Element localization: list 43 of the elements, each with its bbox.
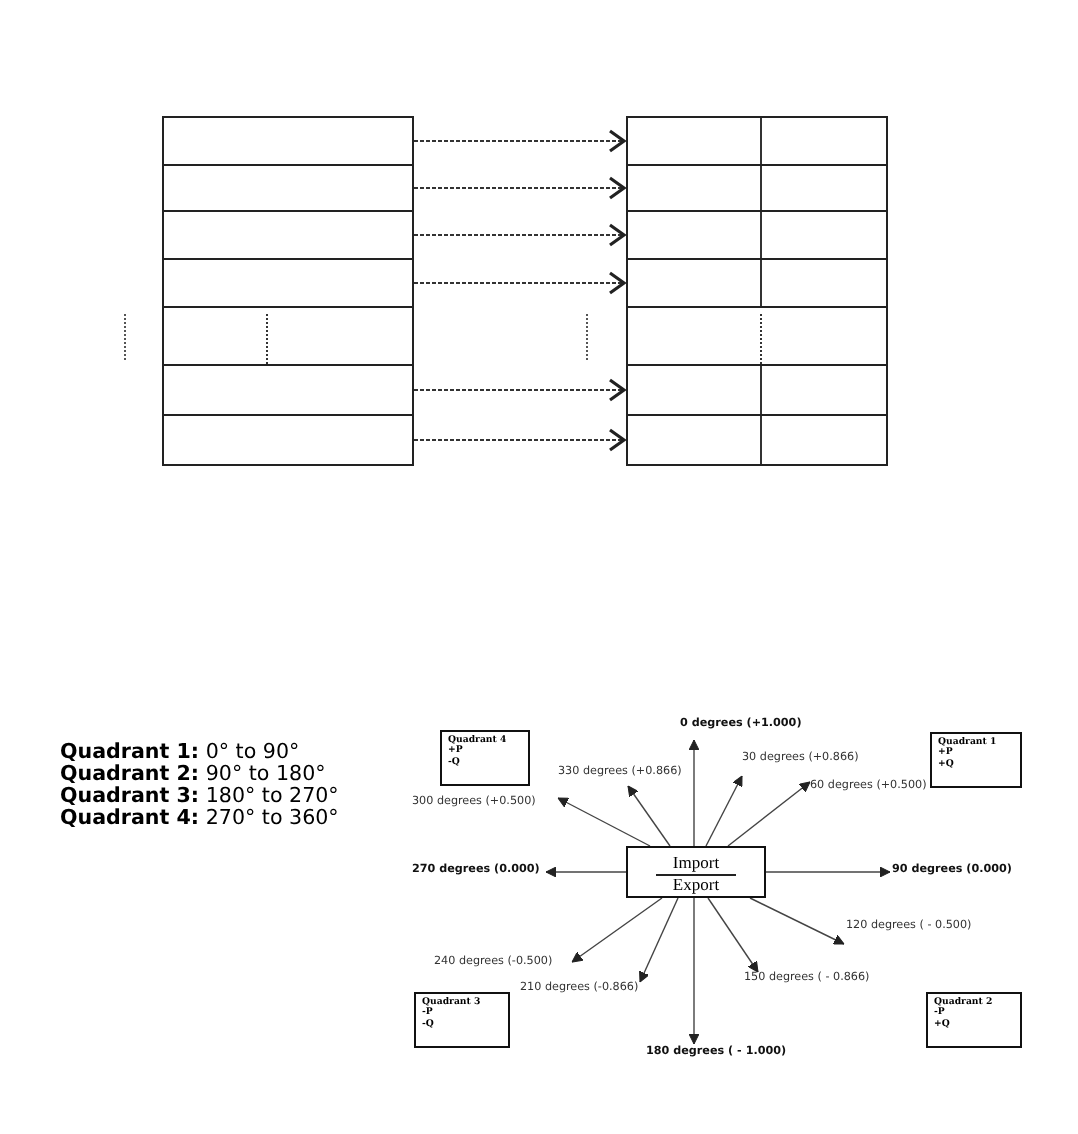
table-row xyxy=(626,116,888,166)
quadrant-box xyxy=(926,992,1022,1048)
arrow xyxy=(627,785,671,847)
arrow xyxy=(688,739,700,847)
table-row xyxy=(162,116,414,166)
arrow xyxy=(707,897,759,973)
table-row xyxy=(626,164,888,212)
box-text: Export xyxy=(670,876,722,893)
arrow xyxy=(413,271,626,295)
arrow xyxy=(413,378,626,402)
arrow xyxy=(765,866,891,878)
table-row xyxy=(162,364,414,416)
box-text: Import xyxy=(670,854,722,871)
arrow xyxy=(571,897,663,963)
table-row xyxy=(162,414,414,466)
arrow xyxy=(413,223,626,247)
table-row xyxy=(626,306,888,366)
arrow xyxy=(413,129,626,153)
table-row xyxy=(626,258,888,308)
arrow xyxy=(705,775,743,847)
arrow xyxy=(413,428,626,452)
quadrant-box xyxy=(414,992,510,1048)
arrow xyxy=(557,797,651,847)
quadrant-range-text: Quadrant 2: 90° to 180° xyxy=(60,764,326,786)
arrow xyxy=(749,897,845,945)
table-row xyxy=(626,364,888,416)
table-row xyxy=(162,210,414,260)
table-row xyxy=(162,258,414,308)
arrow xyxy=(545,866,627,878)
table-row xyxy=(626,414,888,466)
table-row xyxy=(626,210,888,260)
import-export-box xyxy=(626,846,766,898)
quadrant-range-text: Quadrant 4: 270° to 360° xyxy=(60,808,339,830)
quadrant-box xyxy=(930,732,1022,788)
quadrant-range-text: Quadrant 3: 180° to 270° xyxy=(60,786,339,808)
arrow xyxy=(727,781,811,847)
arrow xyxy=(413,176,626,200)
arrow xyxy=(688,897,700,1045)
quadrant-range-text: Quadrant 1: 0° to 90° xyxy=(60,742,300,764)
quadrant-box xyxy=(440,730,530,786)
table-row xyxy=(162,164,414,212)
arrow xyxy=(639,897,679,983)
table-row xyxy=(162,306,414,366)
